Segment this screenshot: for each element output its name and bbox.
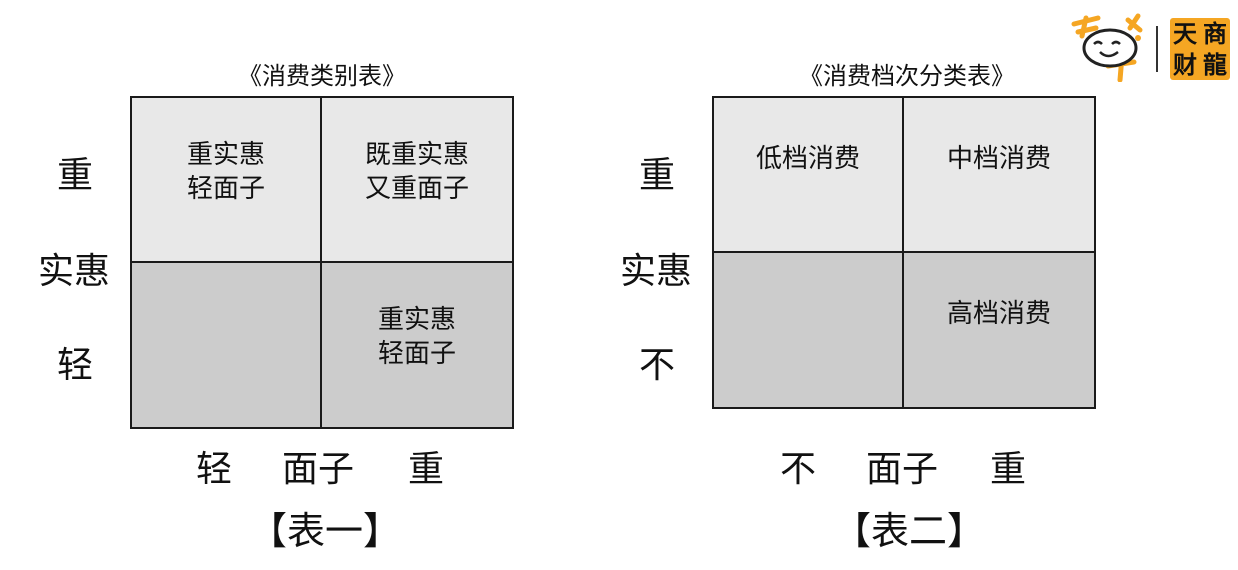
smiling-face-logo-icon [1071,13,1143,82]
table2-cell-bottom-right: 高档消费 [904,252,1094,407]
table1-cell-top-right: 既重实惠 又重面子 [322,98,512,263]
table1-caption: 【表一】 [248,509,401,553]
table1-bottom-axis-left: 轻 [196,449,233,490]
table1-left-axis-top: 重 [56,155,93,196]
table2-caption: 【表二】 [832,509,985,553]
logo-char: 天 [1173,19,1197,48]
logo-char: 商 [1203,19,1227,48]
cell-line: 重实惠 [377,304,456,335]
logo-badge: 天 商 财 龍 [1170,18,1230,80]
table2-bottom-axis-right: 重 [990,449,1027,490]
cell-line: 中档消费 [946,144,1051,174]
table2-bottom-axis-left: 不 [780,449,817,490]
table2-left-axis-top: 重 [638,155,675,196]
table2-grid: 低档消费 中档消费 高档消费 [712,96,1096,409]
cell-line: 高档消费 [946,298,1051,329]
table2-left-axis-bottom: 不 [638,345,675,386]
table1-bottom-axis-right: 重 [408,449,445,490]
table1-left-axis-bottom: 轻 [56,345,93,386]
table2-cell-top-right: 中档消费 [904,98,1094,253]
cell-line: 既重实惠 [364,140,469,170]
table1-cell-bottom-right: 重实惠 轻面子 [322,262,512,427]
table1-cell-bottom-left [132,262,322,427]
logo-divider [1156,26,1158,72]
cell-line: 又重面子 [364,174,469,204]
logo: 天 商 财 龍 [1068,10,1232,82]
cell-line: 重实惠 [186,140,265,170]
table2-bottom-axis-middle: 面子 [866,449,939,490]
table1-left-axis-middle: 实惠 [37,251,110,292]
table1-grid: 重实惠 轻面子 既重实惠 又重面子 重实惠 轻面子 [130,96,514,429]
cell-line: 低档消费 [755,144,860,174]
table1-bottom-axis-middle: 面子 [282,449,355,490]
logo-char: 龍 [1203,50,1227,79]
logo-char: 财 [1173,50,1197,79]
table1-cell-top-left: 重实惠 轻面子 [132,98,322,263]
table1-title: 《消费类别表》 [238,62,406,90]
table2-title: 《消费档次分类表》 [799,62,1015,90]
table2-cell-bottom-left [714,252,904,407]
cell-line: 轻面子 [186,174,265,204]
table2-cell-top-left: 低档消费 [714,98,904,253]
table2-left-axis-middle: 实惠 [619,251,692,292]
cell-line: 轻面子 [377,338,456,369]
